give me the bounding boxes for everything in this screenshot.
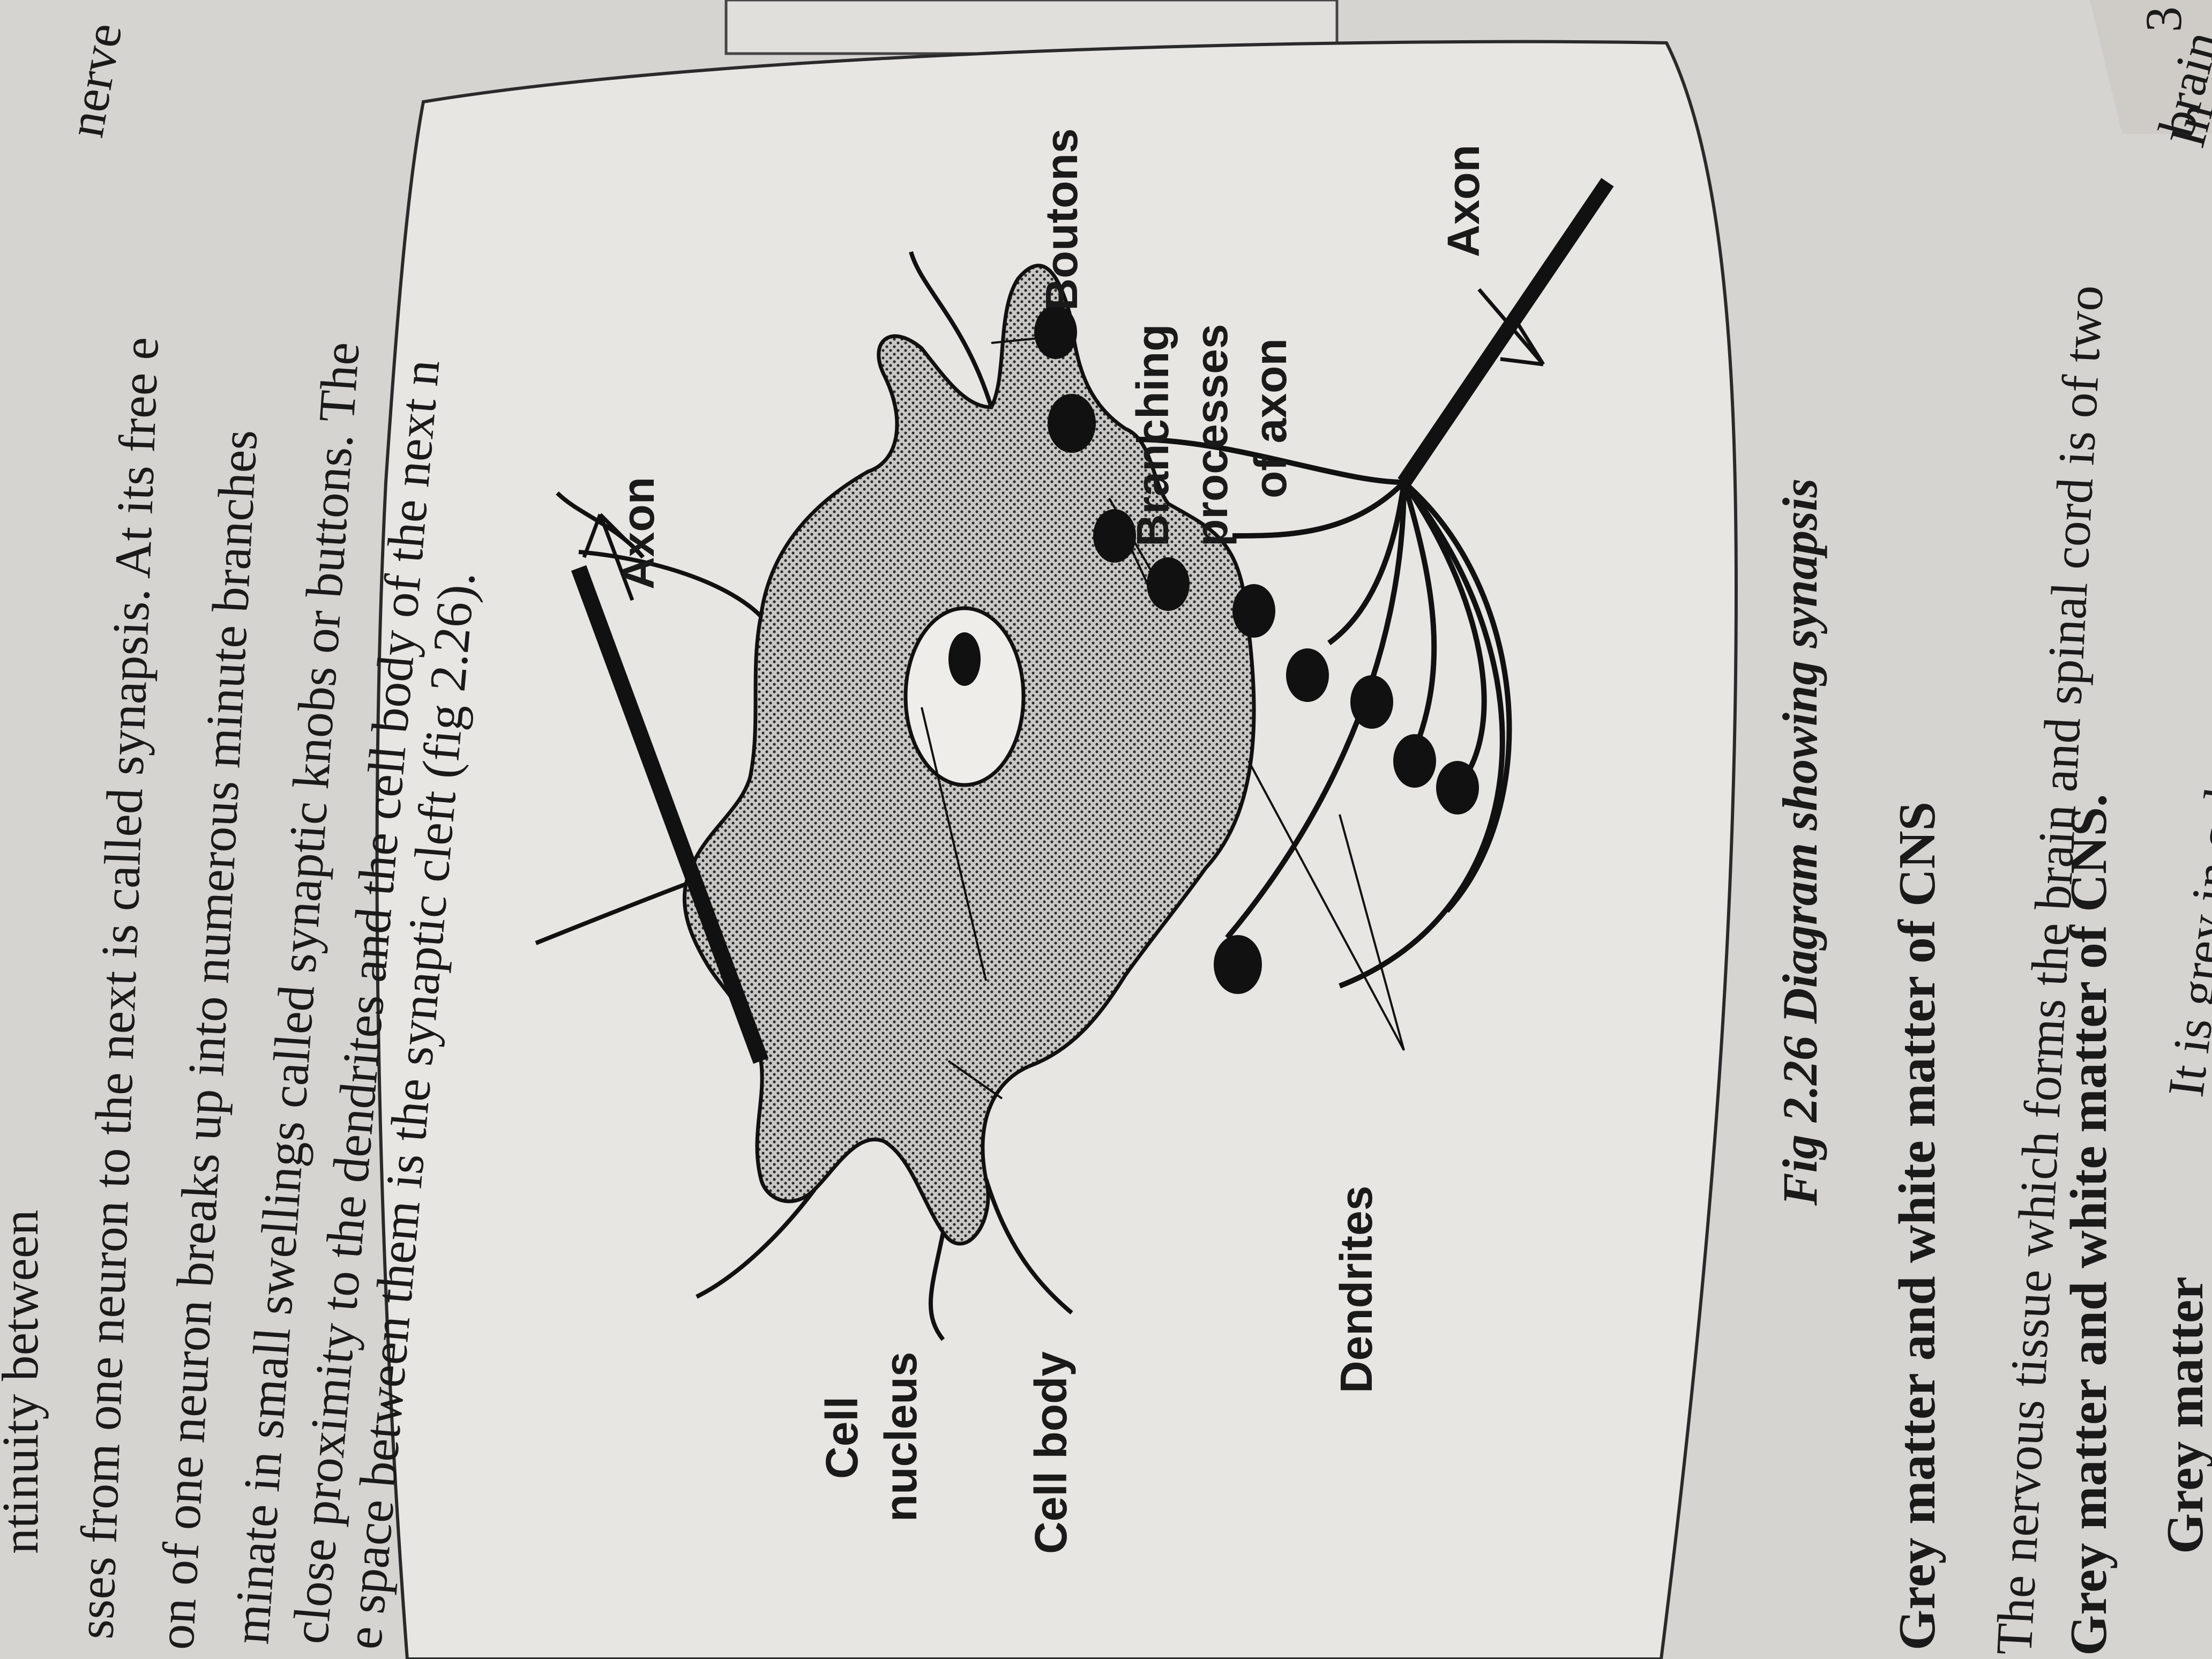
postsynaptic-axon <box>571 565 769 1064</box>
axon-arrow-right <box>1477 288 1545 367</box>
margin-number: 3 <box>2135 6 2192 32</box>
page-edge <box>2090 0 2212 134</box>
label-axon-left: Axon <box>613 477 663 589</box>
nucleolus <box>948 632 981 686</box>
section-heading: Grey matter and white matter of CNS <box>1888 802 1946 1650</box>
presynaptic-axon <box>1135 178 1614 989</box>
label-cell-nucleus-2: nucleus <box>876 1352 926 1522</box>
axon-arrow-left <box>582 513 634 601</box>
leader-lines <box>921 337 1405 1100</box>
label-cell-nucleus-1: Cell <box>817 1396 867 1479</box>
figure-caption: Fig 2.26 Diagram showing synapsis <box>1773 479 1827 1206</box>
cell-nucleus <box>903 606 1026 787</box>
dendrite-lines <box>535 251 1073 1341</box>
label-branching-1: Branching <box>1127 324 1178 547</box>
label-branching-3: of axon <box>1245 338 1296 498</box>
label-branching-2: processes <box>1186 324 1237 547</box>
text-line-1: ntinuity between <box>0 1209 49 1554</box>
label-cell-body: Cell body <box>1026 1351 1076 1554</box>
section-partial-heading: Grey matter <box>2156 1276 2212 1554</box>
section-line-2: Grey matter and white matter of CNS. <box>2060 794 2118 1656</box>
boutons <box>1034 305 1479 994</box>
label-axon-right: Axon <box>1438 145 1489 257</box>
label-dendrites: Dendrites <box>1331 1186 1381 1393</box>
label-boutons: Boutons <box>1036 128 1087 311</box>
